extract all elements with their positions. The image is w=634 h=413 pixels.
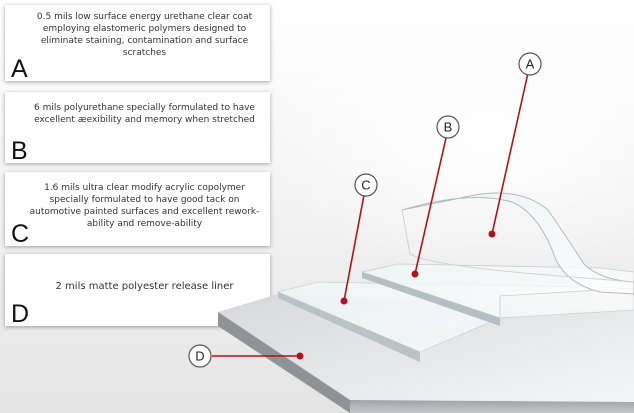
callout-dot-c — [340, 297, 348, 305]
callout-label-d: D — [195, 349, 204, 364]
callout-marker-d: D — [188, 344, 212, 368]
layer-b-description: 6 mils polyurethane specially formulated… — [34, 103, 255, 125]
callout-dot-b — [411, 270, 419, 278]
layer-a-description: 0.5 mils low surface energy urethane cle… — [36, 12, 253, 58]
callout-dot-a — [488, 230, 496, 238]
callout-label-c: C — [361, 178, 370, 193]
layer-a-clear-coat — [401, 192, 634, 295]
callout-dots — [296, 230, 496, 360]
callout-line-a — [491, 72, 529, 235]
layer-card-c: 1.6 mils ultra clear modify acrylic copo… — [5, 172, 270, 248]
callout-dot-d — [296, 352, 304, 360]
callout-marker-b: B — [436, 115, 460, 139]
callout-lines — [212, 72, 529, 357]
layer-b-letter: B — [11, 137, 28, 165]
callout-label-b: B — [444, 120, 453, 135]
callout-line-b — [414, 137, 447, 275]
layer-d-letter: D — [11, 300, 30, 328]
layer-card-a: 0.5 mils low surface energy urethane cle… — [5, 5, 270, 83]
callout-line-c — [343, 194, 365, 302]
layer-c-adhesive — [276, 281, 634, 362]
layer-card-b: 6 mils polyurethane specially formulated… — [5, 92, 270, 165]
background-glow — [260, 40, 634, 280]
layer-b-polyurethane — [360, 263, 634, 326]
layer-c-letter: C — [11, 220, 30, 248]
callout-marker-c: C — [354, 173, 378, 197]
callout-label-a: A — [526, 57, 535, 72]
layer-a-letter: A — [11, 55, 28, 83]
callout-marker-a: A — [518, 52, 542, 76]
layer-d-description: 2 mils matte polyester release liner — [55, 281, 234, 292]
layer-c-description: 1.6 mils ultra clear modify acrylic copo… — [29, 183, 260, 229]
